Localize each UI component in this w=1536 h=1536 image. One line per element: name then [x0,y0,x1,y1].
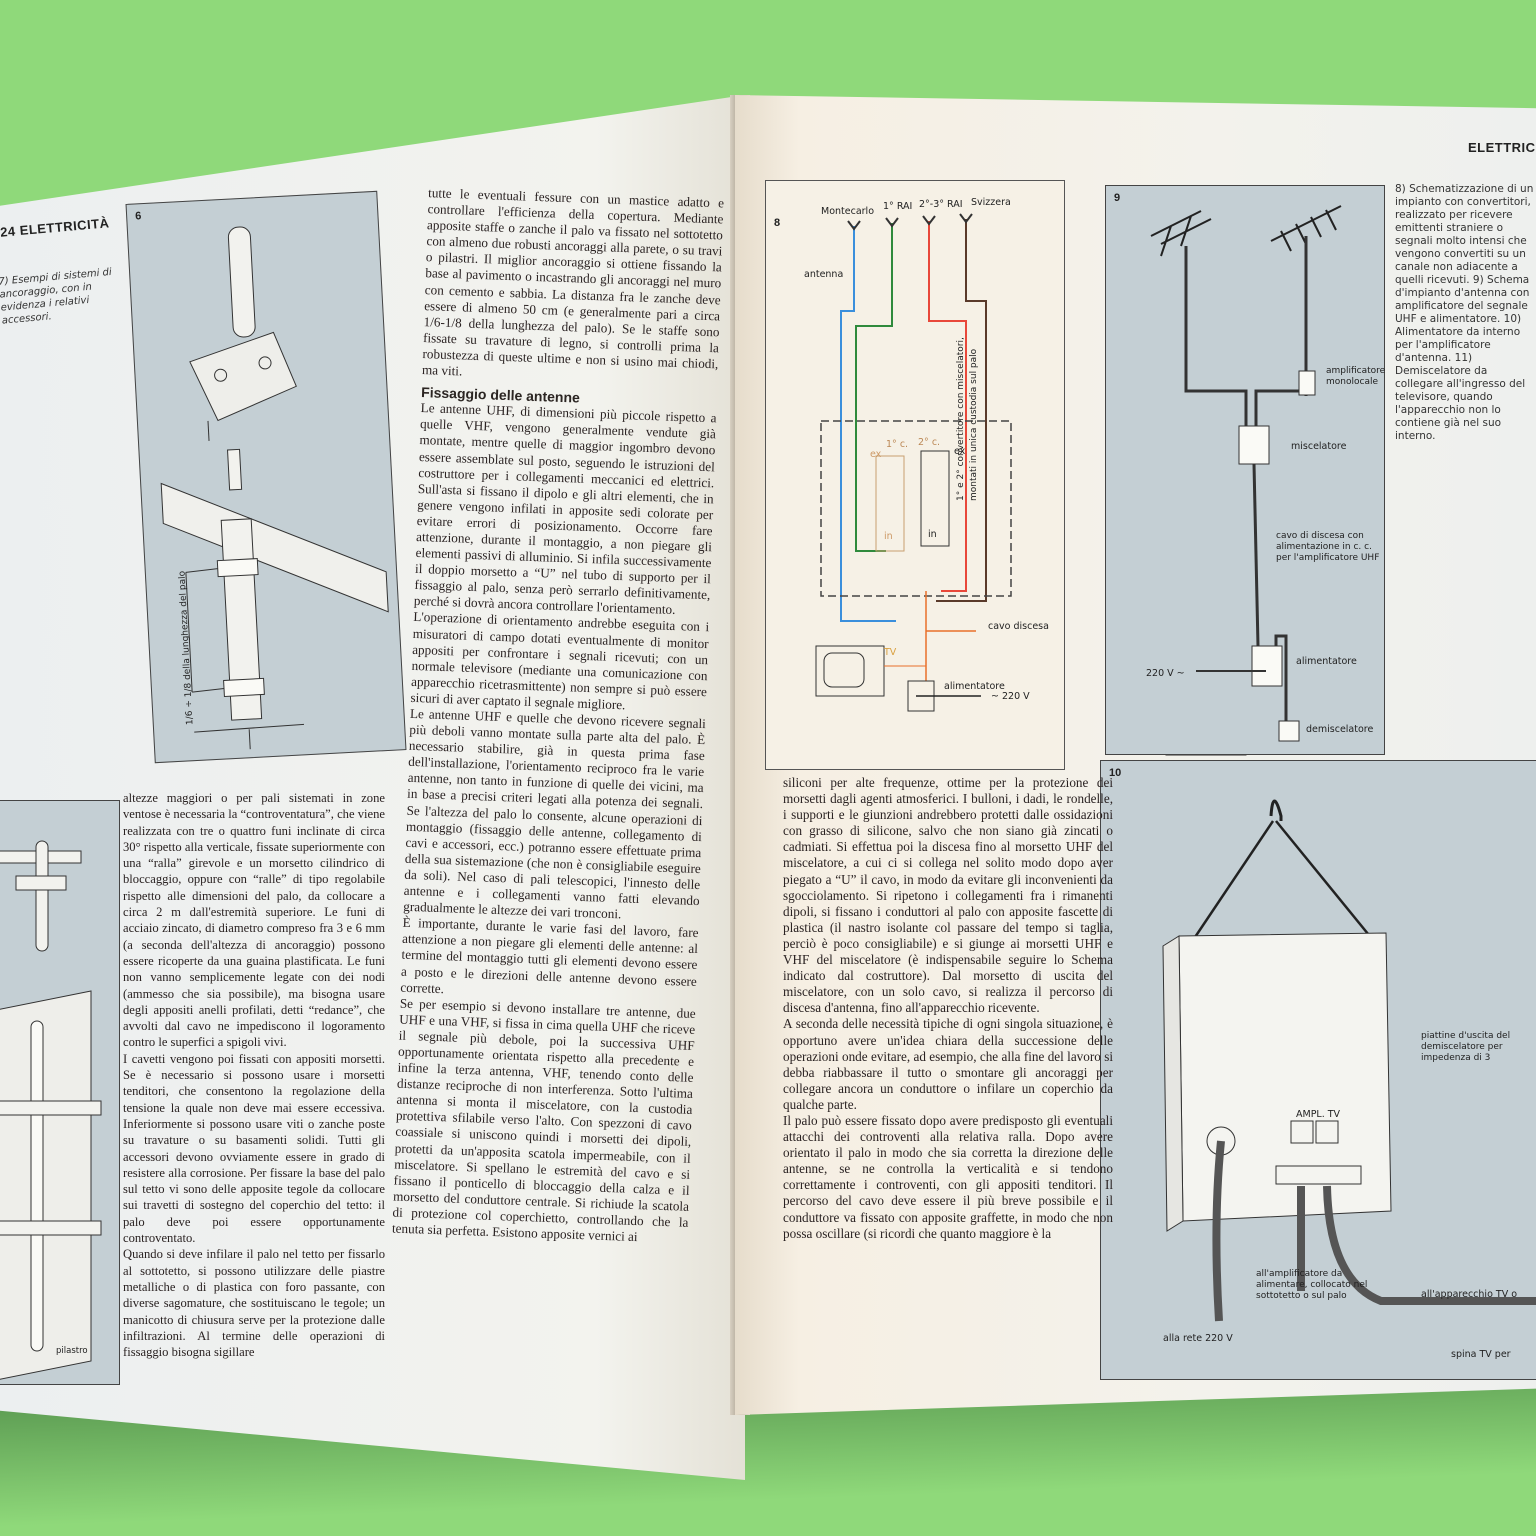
bracket-note-1: 1° e 2° convertitore con miscelatori, [956,337,966,501]
alimentatore-label: alimentatore [944,681,1005,692]
voltage-label: ~ 220 V [991,691,1030,702]
alimentatore-label: alimentatore [1296,656,1357,667]
tv-label: TV [884,647,897,658]
antenna-label-rai-2-3: 2°-3° RAI [919,199,963,210]
paragraph: Le antenne UHF e quelle che devono ricev… [403,705,707,922]
figure-number: 9 [1114,192,1121,204]
in-label-1: in [884,531,893,542]
left-page: 24 ELETTRICITÀ 7) Esempi di sistemi di a… [0,95,745,1480]
paragraph: I cavetti vengono poi fissati con apposi… [123,1051,385,1246]
right-page: ELETTRICITÀ 8) Schematizzazione di un im… [735,95,1536,1415]
tv-destination-label: all'apparecchio TV o [1421,1289,1518,1300]
figure-6: 6 1/6 ÷ 1/8 della lunghezza del palo [125,190,407,764]
ex-label-1: ex [870,449,882,460]
demiscelatore-label: demiscelatore [1306,724,1374,735]
amplified-antenna-diagram [1150,205,1342,756]
power-supply-illustration [1162,799,1536,1322]
piattine-label: piattine d'uscita del demiscelatore per … [1421,1031,1511,1063]
spina-label: spina TV per [1451,1349,1511,1360]
antenna-label-montecarlo: Montecarlo [821,206,875,217]
figure-number: 8 [774,217,781,229]
figure-number: 10 [1109,767,1122,779]
antenna-label: antenna [804,269,844,280]
right-text-column: siliconi per alte frequenze, ottime per … [783,775,1113,1242]
paragraph: È importante, durante le varie fasi del … [400,914,699,996]
left-running-head: 24 ELETTRICITÀ [0,215,111,240]
left-text-column-1: altezze maggiori o per pali sistemati in… [123,790,385,1360]
paragraph: L'operazione di orientamento andrebbe es… [410,609,710,713]
right-running-head: ELETTRICITÀ [1468,140,1536,155]
converter-wiring-diagram [815,213,1012,712]
figure-7: pilastro [0,800,120,1385]
bracket-note-2: montati in unica custodia sul palo [969,348,979,501]
paragraph: Se per esempio si devono installare tre … [391,995,696,1245]
antenna-label-svizzera: Svizzera [971,197,1011,208]
left-text-column-2: tutte le eventuali fessure con un mastic… [391,185,725,1247]
miscelatore-label: miscelatore [1291,441,1347,452]
figure-caption-7: 7) Esempi di sistemi di ancoraggio, con … [0,266,113,327]
figure-8: 8 Montecarlo 1° RAI 2°-3° RAI Svizzera a… [765,180,1065,770]
converter-1-label: 1° c. [886,439,909,450]
pillar-label: pilastro [56,1346,88,1356]
paragraph: siliconi per alte frequenze, ottime per … [783,775,1113,1016]
figure-9: 9 amplificatore monolocale miscelatore c… [1105,185,1385,772]
paragraph: Quando si deve infilare il palo nel tett… [123,1247,385,1360]
antenna-label-rai-1: 1° RAI [883,201,913,212]
paragraph: Le antenne UHF, di dimensioni più piccol… [413,400,717,618]
voltage-label: 220 V ~ [1146,668,1185,679]
mast-bracket-illustration [160,226,389,750]
cavo-label: cavo di discesa con alimentazione in c. … [1276,531,1380,563]
amplifier-destination-label: all'amplificatore da alimentare, colloca… [1256,1269,1368,1301]
paragraph: altezze maggiori o per pali sistemati in… [123,791,385,1050]
paragraph: tutte le eventuali fessure con un mastic… [421,185,725,379]
figure-10: 10 AMPL. TV all'amplificatore da aliment… [1100,760,1536,1380]
ex-label-2: ex [954,446,966,457]
converter-2-label: 2° c. [918,437,941,448]
amplificatore-label: amplificatore monolocale [1326,366,1386,387]
mains-label: alla rete 220 V [1163,1333,1233,1344]
figure-caption-8-11: 8) Schematizzazione di un impianto con c… [1395,183,1534,442]
in-label-2: in [928,529,937,540]
cavo-discesa-label: cavo discesa [988,621,1049,632]
paragraph: Il palo può essere fissato dopo avere pr… [783,1112,1113,1241]
paragraph: A seconda delle necessità tipiche di ogn… [783,1016,1113,1112]
pillar-anchor-illustration [0,840,102,1382]
ampl-tv-label: AMPL. TV [1296,1109,1341,1120]
